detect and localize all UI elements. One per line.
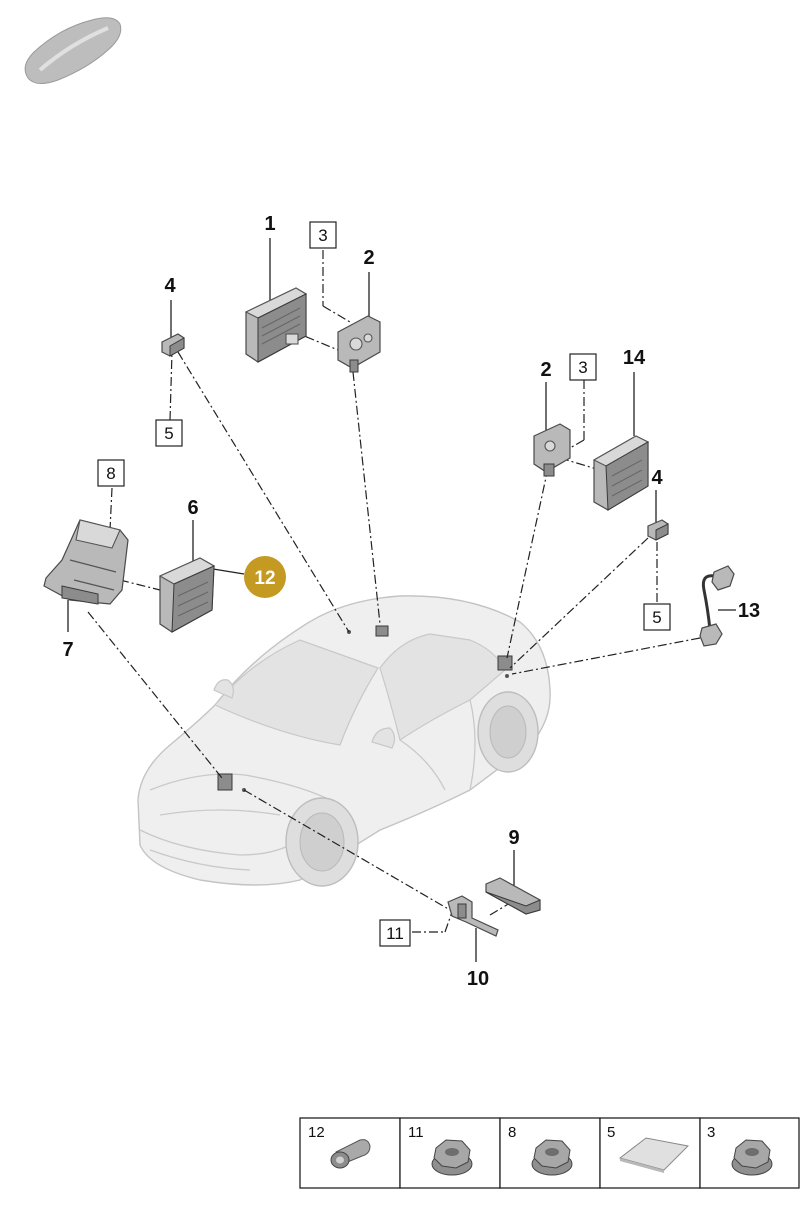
- control-unit-1[interactable]: [244, 287, 308, 363]
- ref-box-label: 3: [578, 358, 587, 377]
- callout-7[interactable]: 7: [62, 639, 73, 661]
- flange-nut-icon: [531, 1139, 573, 1176]
- fastener-legend: 12 11 8: [299, 1117, 800, 1189]
- callout-6[interactable]: 6: [187, 497, 198, 519]
- callout-14[interactable]: 14: [623, 347, 646, 369]
- sensor-4-upper[interactable]: [161, 333, 185, 357]
- legend-number: 5: [607, 1124, 615, 1141]
- ref-box-11[interactable]: 11: [379, 919, 411, 947]
- legend-cell-11[interactable]: 11: [399, 1117, 501, 1189]
- control-module-6[interactable]: [158, 557, 216, 633]
- legend-cell-5[interactable]: 5: [599, 1117, 701, 1189]
- callout-2-upper[interactable]: 2: [363, 247, 374, 269]
- vehicle-thumbnail-icon[interactable]: [24, 17, 122, 84]
- callout-numbers: 1 2 4 2 14 4 6 7 13 9 10: [62, 213, 760, 990]
- callout-1[interactable]: 1: [264, 213, 275, 235]
- bracket-7[interactable]: [43, 519, 129, 605]
- sensor-4-right[interactable]: [647, 519, 669, 541]
- flange-nut-icon: [431, 1139, 473, 1176]
- ref-box-8[interactable]: 8: [97, 459, 125, 487]
- ref-box-3-right[interactable]: 3: [569, 353, 597, 381]
- reference-boxes: 3 3 5 5 8 11: [97, 221, 671, 947]
- ref-box-5-right[interactable]: 5: [643, 603, 671, 631]
- callout-4-upper[interactable]: 4: [164, 275, 176, 297]
- callout-stems: [67, 238, 736, 962]
- ref-box-5-upper[interactable]: 5: [155, 419, 183, 447]
- callout-2-right[interactable]: 2: [540, 359, 551, 381]
- highlight-callout-12[interactable]: 12: [244, 556, 286, 598]
- bracket-10[interactable]: [447, 895, 499, 937]
- adhesive-pad-icon: [618, 1137, 690, 1173]
- ref-box-label: 5: [164, 424, 173, 443]
- bracket-2-right[interactable]: [533, 423, 571, 477]
- control-unit-14[interactable]: [592, 435, 650, 511]
- legend-number: 3: [707, 1124, 715, 1141]
- bolt-icon: [330, 1139, 371, 1169]
- ref-box-label: 3: [318, 226, 327, 245]
- ref-box-label: 5: [652, 608, 661, 627]
- legend-number: 11: [408, 1124, 424, 1141]
- ref-box-3-upper[interactable]: 3: [309, 221, 337, 249]
- component-9[interactable]: [485, 877, 541, 915]
- ref-box-label: 8: [106, 464, 115, 483]
- callout-10[interactable]: 10: [467, 968, 489, 990]
- callout-4-right[interactable]: 4: [651, 467, 663, 489]
- wiring-harness-13[interactable]: [699, 565, 735, 647]
- legend-number: 8: [508, 1124, 516, 1141]
- bracket-2-upper[interactable]: [337, 315, 381, 373]
- flange-nut-icon: [731, 1139, 773, 1176]
- callout-13[interactable]: 13: [738, 600, 760, 622]
- highlight-label: 12: [254, 568, 275, 589]
- vehicle-body: [137, 595, 551, 887]
- legend-number: 12: [308, 1124, 325, 1141]
- legend-cell-12[interactable]: 12: [299, 1117, 401, 1189]
- legend-cell-3[interactable]: 3: [699, 1117, 800, 1189]
- legend-cell-8[interactable]: 8: [499, 1117, 601, 1189]
- callout-9[interactable]: 9: [508, 827, 519, 849]
- ref-box-label: 11: [386, 924, 404, 943]
